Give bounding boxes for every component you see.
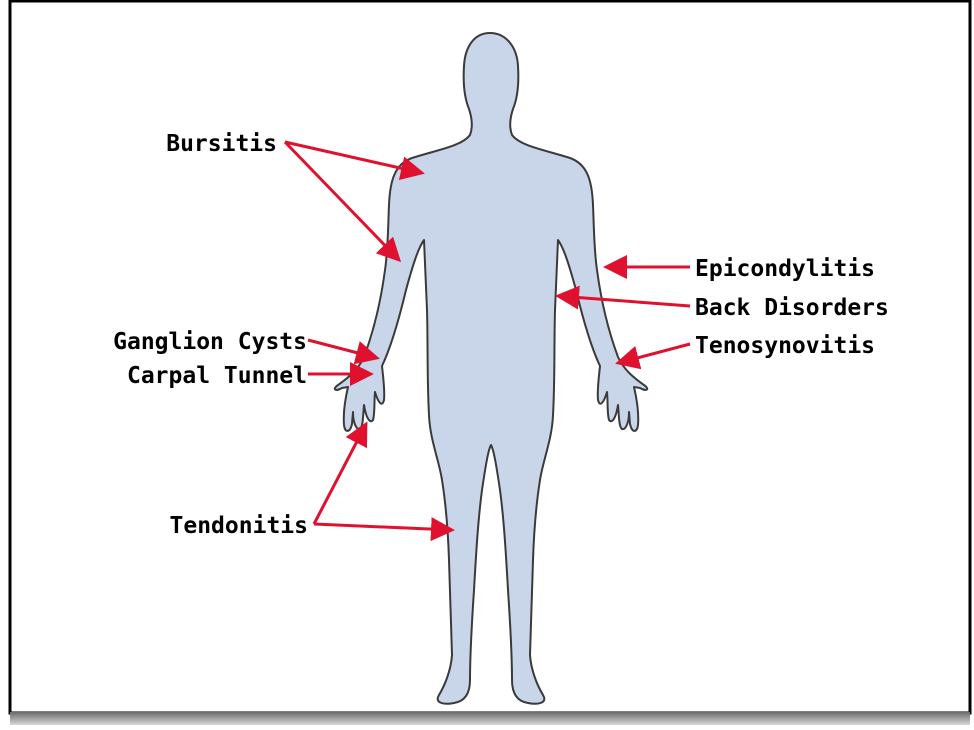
label-epicondylitis: Epicondylitis: [695, 256, 875, 282]
label-back-disorders: Back Disorders: [695, 295, 889, 321]
label-ganglion-cysts: Ganglion Cysts: [113, 329, 307, 355]
label-tenosynovitis: Tenosynovitis: [695, 333, 875, 359]
label-carpal-tunnel: Carpal Tunnel: [127, 363, 307, 389]
label-tendonitis: Tendonitis: [170, 513, 308, 539]
label-bursitis: Bursitis: [166, 131, 277, 157]
bottom-shadow: [10, 712, 970, 725]
